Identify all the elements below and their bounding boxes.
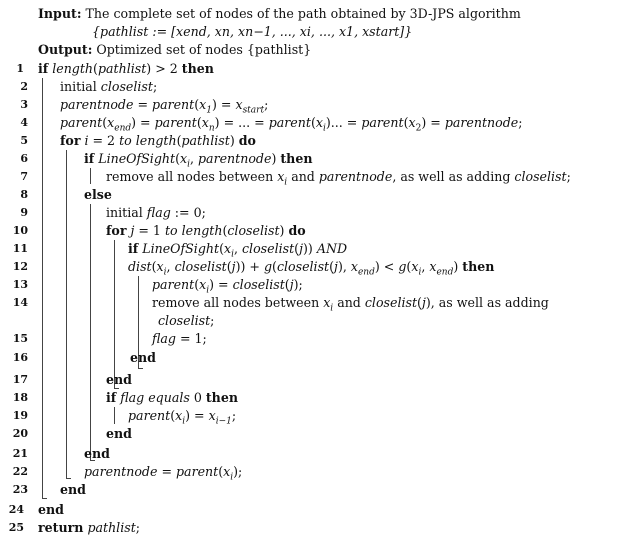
line-number: 24: [8, 503, 24, 516]
block-bar: [114, 240, 115, 388]
line-number: 21: [12, 447, 28, 460]
line-number: 5: [20, 134, 28, 147]
code-line-24: end: [38, 502, 64, 517]
line-number: 4: [20, 116, 28, 129]
line-number: 11: [12, 242, 28, 255]
output-label: Output:: [38, 42, 93, 57]
code-line-5: for i = 2 to length(pathlist) do: [60, 133, 256, 148]
input-text: The complete set of nodes of the path ob…: [85, 6, 521, 21]
line-number: 6: [20, 152, 28, 165]
line-number: 8: [20, 188, 28, 201]
line-number: 15: [12, 332, 28, 345]
code-line-12: dist(xi, closelist(j)) + g(closelist(j),…: [128, 259, 495, 278]
line-number: 10: [12, 224, 28, 237]
line-number: 14: [12, 296, 28, 309]
block-bar: [138, 276, 139, 368]
block-hook: [114, 388, 119, 389]
code-line-14: remove all nodes between xi and closelis…: [152, 295, 549, 314]
code-line-14b: closelist;: [158, 313, 215, 328]
code-line-7: remove all nodes between xi and parentno…: [106, 169, 571, 188]
line-number: 3: [20, 98, 28, 111]
code-line-4: parent(xend) = parent(xn) = ... = parent…: [60, 115, 523, 134]
output-text: Optimized set of nodes {pathlist}: [96, 42, 312, 57]
block-bar: [90, 168, 91, 184]
code-line-2: initial closelist;: [60, 79, 158, 94]
code-line-13: parent(xi) = closelist(j);: [152, 277, 303, 296]
line-number: 9: [20, 206, 28, 219]
block-hook: [66, 478, 71, 479]
code-line-10: for j = 1 to length(closelist) do: [106, 223, 306, 238]
line-number: 12: [12, 260, 28, 273]
block-bar: [90, 204, 91, 460]
code-line-16: end: [130, 350, 156, 365]
code-line-1: if length(pathlist) > 2 then: [38, 61, 214, 76]
block-hook: [90, 460, 95, 461]
output-line: Output: Optimized set of nodes {pathlist…: [38, 41, 311, 59]
line-number: 19: [12, 409, 28, 422]
block-hook: [42, 498, 47, 499]
code-line-3: parentnode = parent(x1) = xstart;: [60, 97, 269, 116]
code-line-19: parent(xi) = xi−1;: [128, 408, 237, 427]
line-number: 25: [8, 521, 24, 534]
code-line-6: if LineOfSight(xi, parentnode) then: [84, 151, 313, 170]
line-number: 17: [12, 373, 28, 386]
code-line-15: flag = 1;: [152, 331, 207, 346]
line-number: 7: [20, 170, 28, 183]
code-line-17: end: [106, 372, 132, 387]
block-hook: [138, 368, 143, 369]
line-number: 2: [20, 80, 28, 93]
code-line-21: end: [84, 446, 110, 461]
code-line-9: initial flag := 0;: [106, 205, 206, 220]
block-bar: [66, 150, 67, 478]
code-line-23: end: [60, 482, 86, 497]
code-line-11: if LineOfSight(xi, closelist(j)) AND: [128, 241, 348, 260]
code-line-20: end: [106, 426, 132, 441]
line-number: 22: [12, 465, 28, 478]
block-bar: [114, 407, 115, 424]
code-line-8: else: [84, 187, 112, 202]
line-number: 20: [12, 427, 28, 440]
block-bar: [42, 78, 43, 498]
line-number: 16: [12, 351, 28, 364]
code-line-25: return pathlist;: [38, 520, 141, 535]
line-number: 18: [12, 391, 28, 404]
code-line-18: if flag equals 0 then: [106, 390, 239, 405]
input-label: Input:: [38, 6, 82, 21]
code-line-22: parentnode = parent(xi);: [84, 464, 243, 483]
line-number: 13: [12, 278, 28, 291]
line-number: 23: [12, 483, 28, 496]
input-line: Input: The complete set of nodes of the …: [38, 5, 521, 23]
input-formula: {pathlist := [xend, xn, xn−1, ..., xi, .…: [92, 24, 413, 39]
line-number: 1: [16, 62, 24, 75]
